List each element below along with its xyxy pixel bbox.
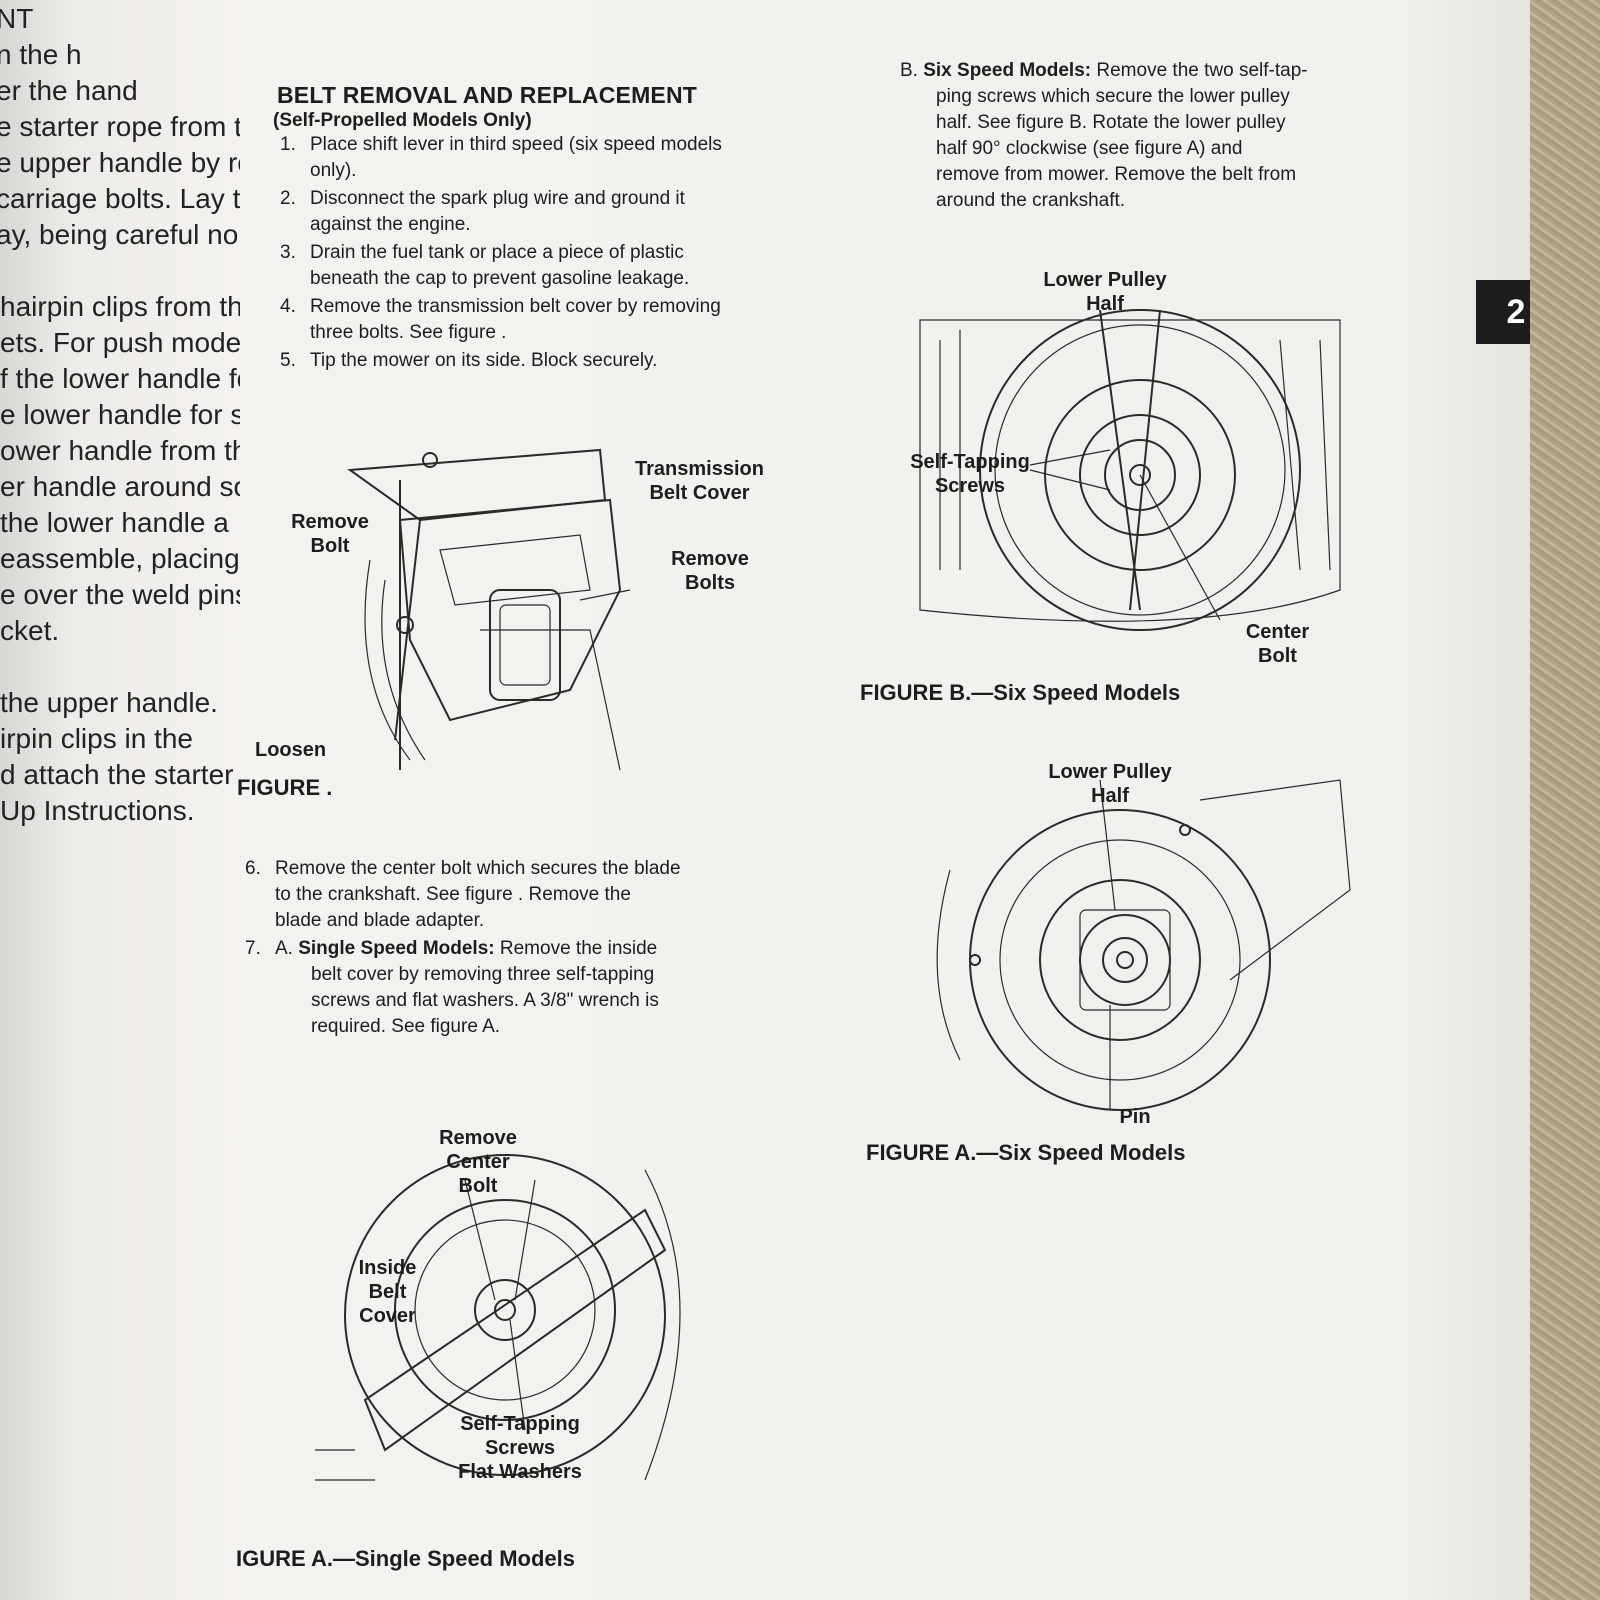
step-line: Place shift lever in third speed (six sp… <box>310 134 722 155</box>
left-fragment-line: e over the weld pins <box>0 579 240 610</box>
step-item: 5. Tip the mower on its side. Block secur… <box>280 348 820 374</box>
step-line: beneath the cap to prevent gasoline leak… <box>310 268 690 289</box>
left-fragment-line: n the h <box>0 39 82 70</box>
step-b-line: ping screws which secure the lower pulle… <box>936 86 1290 107</box>
figure-six-b-caption: FIGURE B.—Six Speed Models <box>860 680 1181 705</box>
left-fragment-line: e lower handle for self- <box>0 399 240 430</box>
left-fragment-line: e upper handle by rem <box>0 147 240 178</box>
figure1-caption: FIGURE . <box>237 775 333 800</box>
step-number: 1. <box>280 134 296 155</box>
step-prefix: B. <box>900 60 924 81</box>
step-text: Disconnect the spark plug wire and groun… <box>310 186 685 238</box>
step-prefix: A. <box>275 938 299 959</box>
left-fragment-line: Up Instructions. <box>0 795 195 826</box>
left-fragment-line: irpin clips in the <box>0 723 193 754</box>
manual-page: NT n the h er the hand e starter rope from … <box>0 0 1560 1600</box>
step-number: 3. <box>280 242 296 263</box>
step-line: belt cover by removing three self-tappin… <box>311 964 655 985</box>
figure-six-speed-a-illustration <box>936 779 1351 1111</box>
step-text: Remove the transmission belt cover by re… <box>310 294 721 346</box>
left-fragment-line: ower handle from th <box>0 435 240 466</box>
step-number: 7. <box>245 938 261 959</box>
step-number: 6. <box>245 858 261 879</box>
step-line: A. Single Speed Models: Remove the insid… <box>275 938 658 959</box>
step-item: 7. A. Single Speed Models: Remove the ins… <box>245 936 815 1040</box>
section-subtitle: (Self-Propelled Models Only) <box>273 110 532 131</box>
figure-single-caption: IGURE A.—Single Speed Models <box>236 1546 576 1571</box>
step-number: 5. <box>280 350 296 371</box>
left-fragment-line: d attach the starter to <box>0 759 240 790</box>
step-b-line: remove from mower. Remove the belt from <box>936 164 1297 185</box>
step-b-six-speed: B. Six Speed Models: Remove the two self… <box>900 58 1420 214</box>
step-b-line: half. See figure B. Rotate the lower pul… <box>936 112 1286 133</box>
step-text: Tip the mower on its side. Block securel… <box>310 348 657 374</box>
step-text: A. Single Speed Models: Remove the insid… <box>275 936 659 1040</box>
step-line: against the engine. <box>310 214 471 235</box>
label-pin: Pin <box>1119 1106 1151 1128</box>
step-line: blade and blade adapter. <box>275 910 485 931</box>
step-number: 4. <box>280 296 296 317</box>
left-fragment-line: the lower handle a <box>0 507 229 538</box>
step-line: Tip the mower on its side. Block securel… <box>310 350 658 371</box>
figure-six-speed-b-illustration <box>919 309 1341 631</box>
step-item: 6. Remove the center bolt which secures t… <box>245 856 815 934</box>
step-line: Remove the center bolt which secures the… <box>275 858 681 879</box>
section-title: BELT REMOVAL AND REPLACEMENT <box>277 82 698 108</box>
figure-single-speed-illustration <box>315 1154 681 1481</box>
left-fragment-line: er the hand <box>0 75 138 106</box>
left-fragment-line: NT <box>0 3 34 34</box>
steps-list-b: 6. Remove the center bolt which secures t… <box>245 856 815 1042</box>
step-line: to the crankshaft. See figure . Remove t… <box>275 884 631 905</box>
step-line: three bolts. See figure . <box>310 322 507 343</box>
step-line: Remove the transmission belt cover by re… <box>310 296 721 317</box>
left-page-fragment: NT n the h er the hand e starter rope from … <box>0 0 240 860</box>
step-item: 2. Disconnect the spark plug wire and gro… <box>280 186 820 238</box>
left-fragment-line: the upper handle. <box>0 687 218 718</box>
step-text: Drain the fuel tank or place a piece of … <box>310 240 689 292</box>
step-b-line: half 90° clockwise (see figure A) and <box>936 138 1243 159</box>
left-fragment-line: hairpin clips from the <box>0 291 240 322</box>
step-text: Place shift lever in third speed (six sp… <box>310 132 722 184</box>
figure-transmission-illustration <box>347 448 631 771</box>
step-text: Remove the center bolt which secures the… <box>275 856 681 934</box>
left-fragment-line: ets. For push mode <box>0 327 240 358</box>
step-line: required. See figure A. <box>311 1016 501 1037</box>
step-line: only). <box>310 160 357 181</box>
step-item: 4. Remove the transmission belt cover by … <box>280 294 820 346</box>
step-b-line: B. Six Speed Models: Remove the two self… <box>900 60 1308 81</box>
step-bold: Six Speed Models: <box>923 60 1097 81</box>
left-fragment-line: cket. <box>0 615 60 646</box>
step-line: Disconnect the spark plug wire and groun… <box>310 188 685 209</box>
left-fragment-line: er handle around so <box>0 471 240 502</box>
left-fragment-line: e starter rope from the <box>0 111 240 142</box>
step-line: screws and flat washers. A 3/8" wrench i… <box>311 990 659 1011</box>
step-number: 2. <box>280 188 296 209</box>
step-b-line: around the crankshaft. <box>936 190 1126 211</box>
figure-six-a-caption: FIGURE A.—Six Speed Models <box>866 1140 1186 1165</box>
steps-list-a: 1. Place shift lever in third speed (six … <box>280 132 820 376</box>
background-carpet <box>1530 0 1600 1600</box>
step-line: Drain the fuel tank or place a piece of … <box>310 242 684 263</box>
left-fragment-line: carriage bolts. Lay th <box>0 183 240 214</box>
left-fragment-line: f the lower handle fo <box>0 363 240 394</box>
step-bold: Single Speed Models: <box>298 938 500 959</box>
label-loosen: Loosen <box>255 739 327 761</box>
step-item: 1. Place shift lever in third speed (six … <box>280 132 820 184</box>
left-fragment-line: ay, being careful no <box>0 219 239 250</box>
step-item: 3. Drain the fuel tank or place a piece o… <box>280 240 820 292</box>
left-fragment-line: eassemble, placing th <box>0 543 240 574</box>
